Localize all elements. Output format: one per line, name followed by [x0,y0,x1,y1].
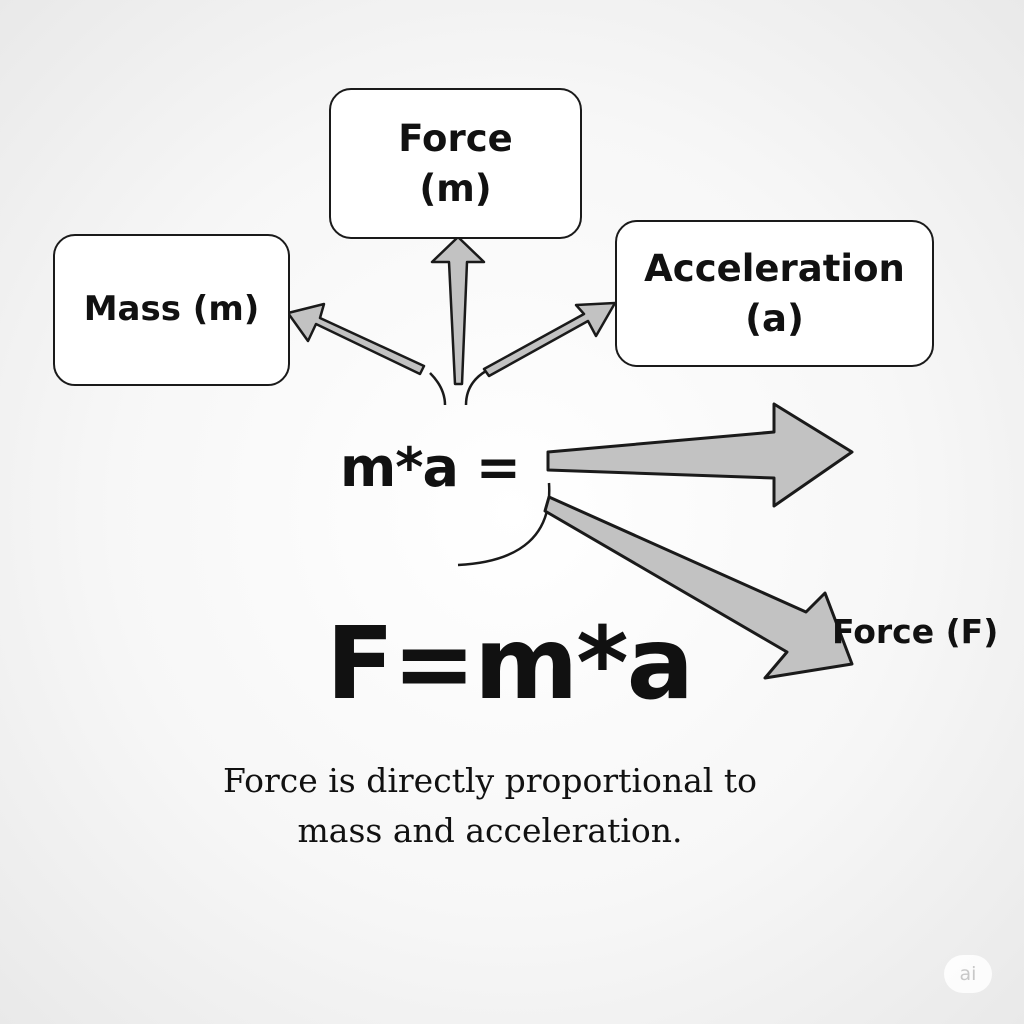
mass-box: Mass (m) [53,234,290,386]
arrow-horizontal-large [546,402,854,508]
main-equation: F=m*a [326,605,694,722]
acceleration-box-title: Acceleration [644,246,905,290]
ai-watermark: ai [944,955,992,993]
arrow-to-mass [286,302,426,376]
caption-line-2: mass and acceleration. [297,810,683,850]
acceleration-box-symbol: (a) [745,296,804,340]
acceleration-box: Acceleration (a) [615,220,934,367]
arrow-to-force-result [543,495,854,680]
caption: Force is directly proportional to mass a… [190,756,790,855]
arrow-to-acceleration [482,301,617,378]
connector-curve-left [429,372,447,406]
force-result-label: Force (F) [832,612,999,651]
force-box: Force (m) [329,88,582,239]
partial-equation: m*a = [340,436,521,499]
connector-curve-right [464,369,487,406]
mass-box-title: Mass (m) [83,289,260,330]
force-box-symbol: (m) [419,166,492,210]
arrow-to-force [430,235,486,386]
caption-line-1: Force is directly proportional to [223,761,757,800]
force-box-title: Force [398,116,513,160]
